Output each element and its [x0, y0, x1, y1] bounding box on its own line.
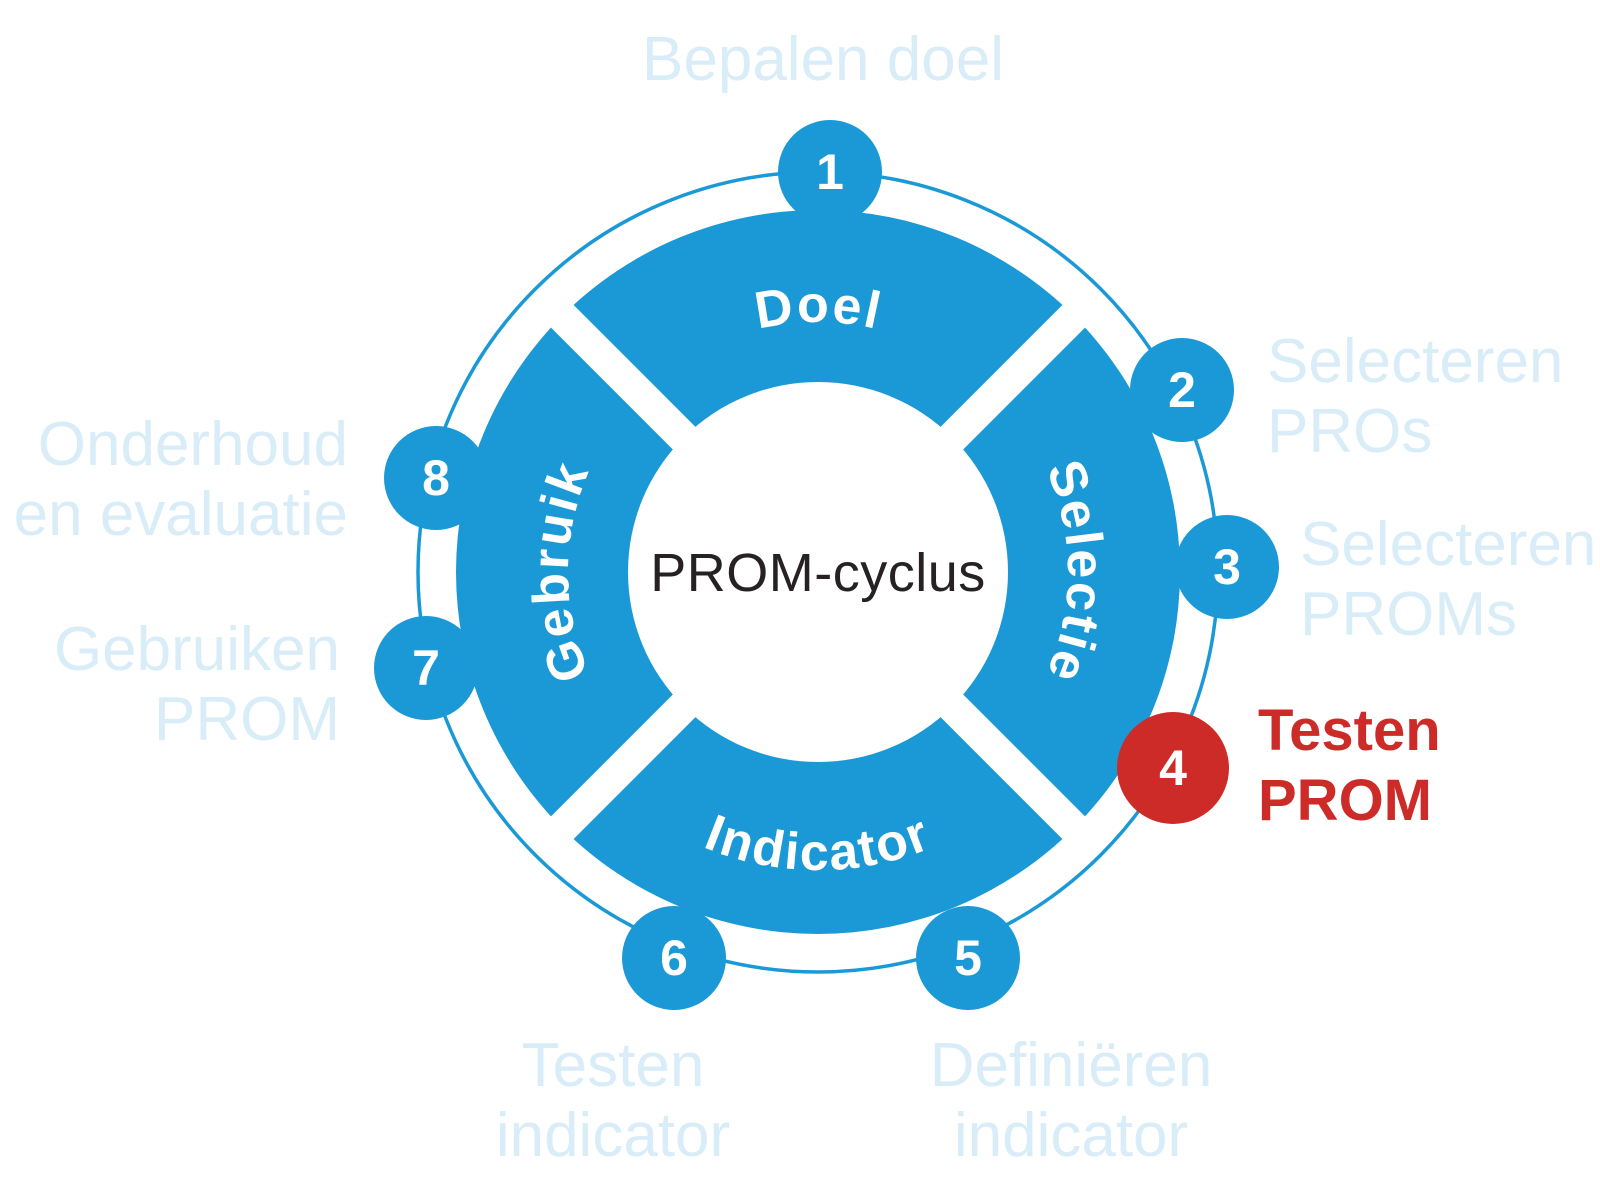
svg-text:Doel: Doel	[751, 276, 888, 341]
label-line: Selecteren	[1267, 327, 1564, 396]
step-circle-4-highlighted	[1117, 712, 1229, 824]
step-circle-7	[374, 616, 478, 720]
step-label-gebruiken-prom: Gebruiken PROM	[54, 615, 340, 755]
label-line: Bepalen doel	[642, 25, 1004, 94]
step-number-5: 5	[954, 930, 982, 986]
label-line: PROMs	[1300, 580, 1517, 649]
label-line: Definiëren	[929, 1031, 1213, 1100]
ring-divider-bottom-left	[537, 686, 704, 853]
ring-divider-bottom-right	[932, 686, 1099, 853]
step-label-testen-prom-highlighted: Testen PROM	[1258, 696, 1441, 836]
step-label-definieren-indicator: Definiëren indicator	[930, 1031, 1213, 1171]
step-number-3: 3	[1213, 539, 1241, 595]
label-line: PROs	[1267, 397, 1433, 466]
step-circle-8	[384, 426, 488, 530]
label-line: indicator	[495, 1101, 731, 1170]
step-number-6: 6	[660, 930, 688, 986]
label-line: en evaluatie	[13, 480, 348, 549]
step-label-selecteren-pros: Selecteren PROs	[1267, 327, 1563, 467]
step-number-2: 2	[1168, 362, 1196, 418]
step-label-testen-indicator: Testen indicator	[496, 1031, 730, 1171]
label-line: Onderhoud	[37, 410, 348, 479]
step-circle-5	[916, 906, 1020, 1010]
step-circle-3	[1175, 515, 1279, 619]
step-circle-1	[778, 120, 882, 224]
step-label-selecteren-proms: Selecteren PROMs	[1300, 510, 1596, 650]
label-line: PROM	[1258, 768, 1432, 833]
quadrant-label-doel: Doel	[751, 276, 886, 341]
step-label-onderhoud-en-evaluatie: Onderhoud en evaluatie	[14, 410, 348, 550]
label-line: Selecteren	[1300, 510, 1597, 579]
label-line: Testen	[521, 1031, 705, 1100]
step-label-bepalen-doel: Bepalen doel	[642, 25, 1004, 95]
step-number-1: 1	[816, 144, 844, 200]
step-number-4: 4	[1159, 740, 1187, 796]
label-line: Gebruiken	[53, 615, 340, 684]
step-circle-2	[1130, 338, 1234, 442]
center-title: PROM-cyclus	[650, 543, 986, 603]
label-line: indicator	[953, 1101, 1189, 1170]
step-number-8: 8	[422, 450, 450, 506]
step-circle-6	[622, 906, 726, 1010]
label-line: Testen	[1258, 698, 1441, 763]
label-line: PROM	[154, 685, 340, 754]
step-number-7: 7	[412, 640, 440, 696]
ring-divider-top-left	[537, 291, 704, 458]
ring-divider-top-right	[932, 291, 1099, 458]
